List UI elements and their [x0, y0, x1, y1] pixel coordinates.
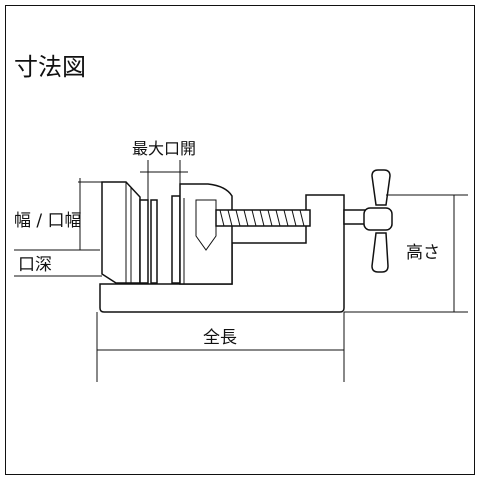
- outer-border: [5, 5, 475, 475]
- diagram-title: 寸法図: [14, 53, 86, 81]
- dimension-height: 高さ: [344, 194, 468, 313]
- vise-drawing: [99, 169, 393, 313]
- label-height: 高さ: [406, 243, 440, 263]
- handle-bar-top: [371, 169, 391, 206]
- label-jaw-depth: 口深: [18, 255, 52, 275]
- fixed-jaw-plate: [139, 199, 149, 284]
- screw-thread: [219, 209, 305, 227]
- movable-jaw-slot: [195, 199, 217, 251]
- label-width-jaw-width: 幅 / 口幅: [14, 211, 82, 231]
- fixed-jaw-plate-inner: [150, 199, 158, 284]
- handle-hub: [363, 207, 393, 231]
- label-total-length: 全長: [203, 328, 237, 348]
- dimension-total-length: 全長: [96, 312, 345, 382]
- label-max-opening: 最大口開: [132, 139, 196, 158]
- dimension-max-opening: 最大口開: [132, 139, 196, 200]
- vise-base: [99, 194, 345, 313]
- movable-jaw-plate: [171, 195, 181, 284]
- movable-jaw: [179, 183, 233, 285]
- handle-bar-bottom: [371, 232, 389, 273]
- dimension-jaw-depth: 口深: [14, 249, 102, 277]
- fixed-jaw: [101, 181, 141, 284]
- dimension-width: 幅 / 口幅: [14, 178, 102, 250]
